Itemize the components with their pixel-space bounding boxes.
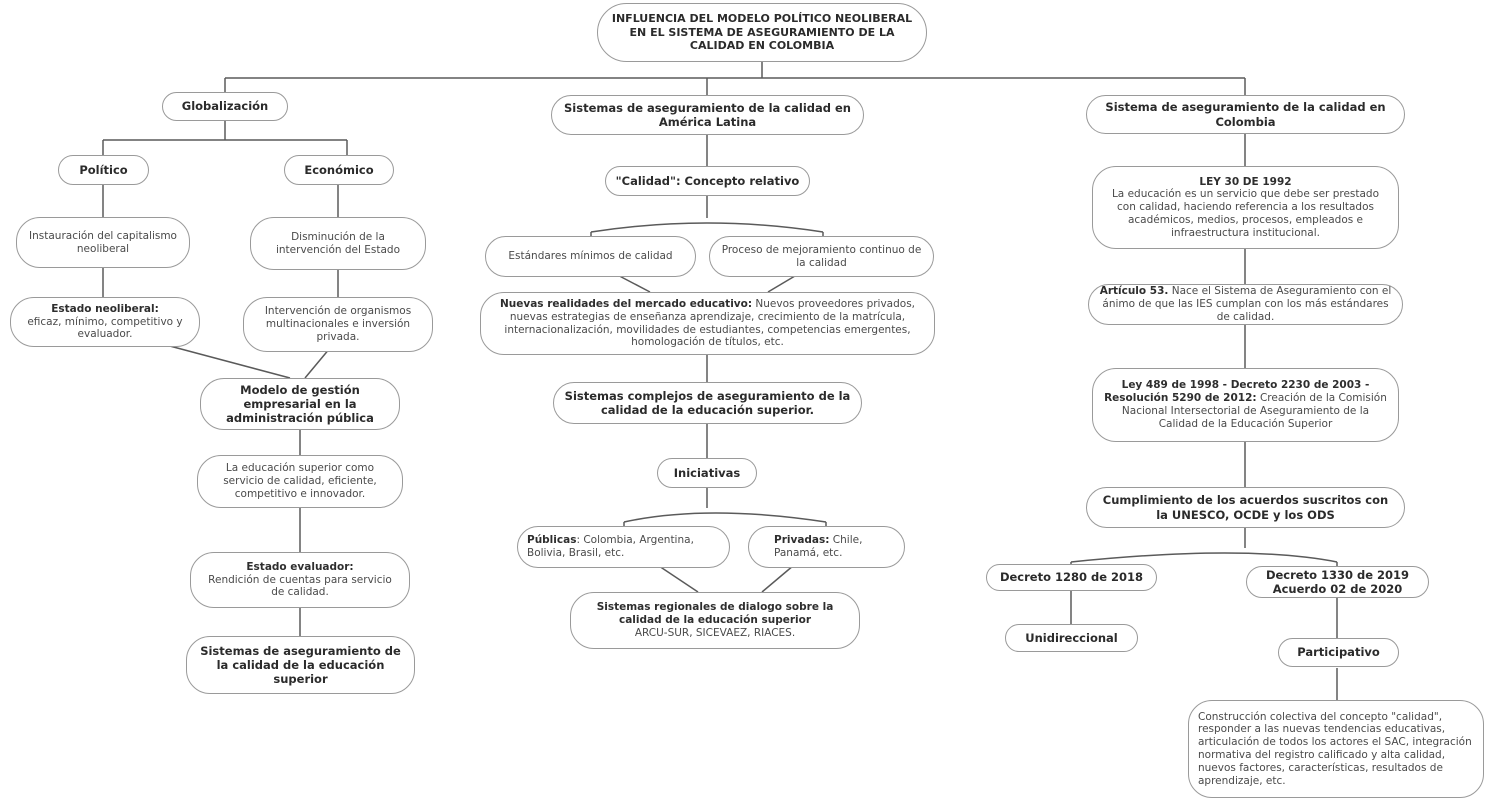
node-decreto-1280-label: Decreto 1280 de 2018 (999, 570, 1144, 585)
node-america-latina-label: Sistemas de aseguramiento de la calidad … (564, 100, 851, 129)
node-disminucion-intervencion[interactable]: Disminución de la intervención del Estad… (250, 217, 426, 270)
node-nuevas-realidades[interactable]: Nuevas realidades del mercado educativo:… (480, 292, 935, 355)
node-estado-evaluador-title: Estado evaluador: (246, 560, 354, 573)
node-construccion-colectiva-label: Construcción colectiva del concepto "cal… (1198, 710, 1472, 787)
node-proceso-label: Proceso de mejoramiento continuo de la c… (721, 243, 922, 269)
node-articulo-53-title: Artículo 53. (1099, 285, 1169, 298)
node-decreto-1280-2018[interactable]: Decreto 1280 de 2018 (986, 564, 1157, 591)
node-participativo-label: Participativo (1297, 645, 1380, 660)
node-construccion-colectiva[interactable]: Construcción colectiva del concepto "cal… (1188, 700, 1484, 798)
node-root-label: INFLUENCIA DEL MODELO POLÍTICO NEOLIBERA… (611, 12, 913, 53)
node-ley30-1992[interactable]: LEY 30 DE 1992 La educación es un servic… (1092, 166, 1399, 249)
node-economico[interactable]: Económico (284, 155, 394, 185)
node-disminucion-label: Disminución de la intervención del Estad… (275, 230, 401, 256)
node-estado-evaluador[interactable]: Estado evaluador: Rendición de cuentas p… (190, 552, 410, 608)
node-globalizacion[interactable]: Globalización (162, 92, 288, 121)
node-estandares-minimos[interactable]: Estándares mínimos de calidad (485, 236, 696, 277)
node-sistemas-aseguramiento-left[interactable]: Sistemas de aseguramiento de la calidad … (186, 636, 415, 694)
edge-cumplimiento-fork (1070, 552, 1338, 563)
node-calidad-concepto-label: "Calidad": Concepto relativo (615, 173, 800, 188)
node-calidad-concepto[interactable]: "Calidad": Concepto relativo (605, 166, 810, 196)
node-intervencion-label: Intervención de organismos multinacional… (264, 305, 412, 343)
node-politico[interactable]: Político (58, 155, 149, 185)
node-economico-label: Económico (304, 162, 374, 177)
node-sistemas-aseguramiento-left-label: Sistemas de aseguramiento de la calidad … (200, 643, 401, 686)
node-colombia-head-label: Sistema de aseguramiento de la calidad e… (1105, 100, 1386, 129)
edge-iniciativas-fork (623, 512, 827, 523)
node-educacion-superior-label: La educación superior como servicio de c… (223, 462, 377, 500)
node-instauracion-label: Instauración del capitalismo neoliberal (29, 229, 177, 255)
node-publicas[interactable]: Públicas: Colombia, Argentina, Bolivia, … (517, 526, 730, 568)
node-intervencion-organismos[interactable]: Intervención de organismos multinacional… (243, 297, 433, 352)
node-decreto-1330-2019[interactable]: Decreto 1330 de 2019 Acuerdo 02 de 2020 (1246, 566, 1429, 598)
node-modelo-gestion-label: Modelo de gestión empresarial en la admi… (226, 382, 374, 426)
node-sistemas-complejos[interactable]: Sistemas complejos de aseguramiento de l… (553, 382, 862, 424)
node-articulo-53[interactable]: Artículo 53. Nace el Sistema de Aseguram… (1088, 284, 1403, 325)
node-iniciativas[interactable]: Iniciativas (657, 458, 757, 488)
node-nuevas-realidades-body: Nuevos proveedores privados, nuevas estr… (504, 297, 916, 349)
node-unidireccional[interactable]: Unidireccional (1005, 624, 1138, 652)
edge-calidad-fork (590, 222, 824, 233)
node-cumplimiento-label: Cumplimiento de los acuerdos suscritos c… (1102, 493, 1389, 522)
node-sistemas-regionales-title: Sistemas regionales de dialogo sobre la … (596, 601, 834, 627)
node-privadas[interactable]: Privadas: Chile, Panamá, etc. (748, 526, 905, 568)
node-unidireccional-label: Unidireccional (1025, 630, 1118, 645)
node-modelo-gestion[interactable]: Modelo de gestión empresarial en la admi… (200, 378, 400, 430)
node-publicas-body: : Colombia, Argentina, Bolivia, Brasil, … (527, 534, 694, 559)
node-privadas-body: Chile, Panamá, etc. (774, 534, 863, 559)
node-estado-neoliberal[interactable]: Estado neoliberal: eficaz, mínimo, compe… (10, 297, 200, 347)
node-ley30-body: La educación es un servicio que debe ser… (1111, 188, 1380, 239)
node-educacion-superior-servicio[interactable]: La educación superior como servicio de c… (197, 455, 403, 508)
node-privadas-title: Privadas: (774, 534, 830, 547)
node-colombia-head[interactable]: Sistema de aseguramiento de la calidad e… (1086, 95, 1405, 134)
node-ley30-title: LEY 30 DE 1992 (1199, 175, 1292, 188)
node-cumplimiento-acuerdos[interactable]: Cumplimiento de los acuerdos suscritos c… (1086, 487, 1405, 528)
node-participativo[interactable]: Participativo (1278, 638, 1399, 667)
node-estandares-label: Estándares mínimos de calidad (508, 250, 673, 263)
node-instauracion-capitalismo[interactable]: Instauración del capitalismo neoliberal (16, 217, 190, 268)
node-root[interactable]: INFLUENCIA DEL MODELO POLÍTICO NEOLIBERA… (597, 3, 927, 62)
node-sistemas-regionales-body: ARCU-SUR, SICEVAEZ, RIACES. (634, 626, 796, 639)
node-ley489-title: Ley 489 de 1998 - Decreto 2230 de 2003 -… (1104, 379, 1370, 405)
node-estado-neoliberal-body: eficaz, mínimo, competitivo y evaluador. (27, 315, 183, 341)
node-publicas-title: Públicas (527, 534, 577, 547)
node-proceso-mejoramiento[interactable]: Proceso de mejoramiento continuo de la c… (709, 236, 934, 277)
node-politico-label: Político (79, 162, 128, 177)
node-america-latina[interactable]: Sistemas de aseguramiento de la calidad … (551, 95, 864, 135)
node-estado-evaluador-body: Rendición de cuentas para servicio de ca… (208, 573, 392, 599)
node-articulo-53-body: Nace el Sistema de Aseguramiento con el … (1102, 285, 1392, 323)
node-decreto-1330-label: Decreto 1330 de 2019 Acuerdo 02 de 2020 (1265, 567, 1410, 596)
node-ley489-body: Creación de la Comisión Nacional Interse… (1121, 392, 1387, 430)
edge-intervencion-modelo (304, 347, 331, 379)
node-globalizacion-label: Globalización (181, 99, 269, 114)
node-ley489-decreto2230-resolucion5290[interactable]: Ley 489 de 1998 - Decreto 2230 de 2003 -… (1092, 368, 1399, 442)
node-sistemas-regionales[interactable]: Sistemas regionales de dialogo sobre la … (570, 592, 860, 649)
node-nuevas-realidades-title: Nuevas realidades del mercado educativo: (499, 297, 753, 310)
node-sistemas-complejos-label: Sistemas complejos de aseguramiento de l… (564, 388, 851, 417)
node-estado-neoliberal-title: Estado neoliberal: (51, 302, 159, 315)
node-iniciativas-label: Iniciativas (673, 465, 741, 480)
